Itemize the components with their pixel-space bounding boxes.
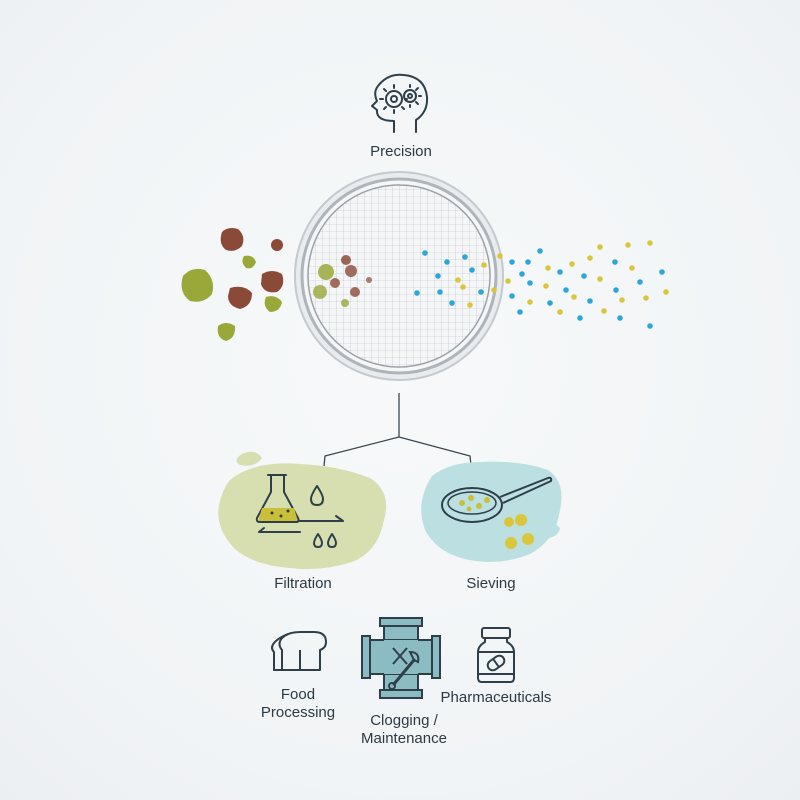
sieve-mesh: [294, 171, 504, 381]
fine-particle: [478, 289, 484, 295]
fine-particle: [647, 323, 653, 329]
fine-particle: [497, 253, 503, 259]
fine-particle: [547, 300, 553, 306]
fine-particle: [422, 250, 428, 256]
fine-particle: [517, 309, 523, 315]
pill-bottle-icon: [477, 627, 515, 683]
filtration-illustration: [218, 451, 387, 570]
filtration-label: Filtration: [274, 575, 332, 592]
fine-particle: [663, 289, 669, 295]
fine-particle: [491, 287, 497, 293]
fine-particle: [444, 259, 450, 265]
sieving-illustration: [421, 461, 562, 562]
fine-particle: [519, 271, 525, 277]
fine-particle: [505, 278, 511, 284]
fine-particle: [527, 280, 533, 286]
fine-particle: [509, 259, 515, 265]
fine-particle: [481, 262, 487, 268]
fine-particle: [467, 302, 473, 308]
fine-particle: [625, 242, 631, 248]
fine-particle: [414, 290, 420, 296]
fine-particle: [581, 273, 587, 279]
fine-particle: [571, 294, 577, 300]
fine-particle: [462, 254, 468, 260]
fine-particle: [643, 295, 649, 301]
fine-particles: [414, 240, 669, 329]
food-label-line1: Food: [280, 686, 316, 703]
fine-particle: [617, 315, 623, 321]
coarse-particles: [181, 228, 372, 341]
fine-particle: [455, 277, 461, 283]
fine-particle: [469, 267, 475, 273]
fine-particle: [629, 265, 635, 271]
fine-particle: [619, 297, 625, 303]
fine-particle: [460, 284, 466, 290]
connector-lines: [323, 393, 472, 467]
fine-particle: [525, 259, 531, 265]
clog-label-line2: Maintenance: [361, 730, 447, 747]
fine-particle: [613, 287, 619, 293]
fine-particle: [527, 299, 533, 305]
fine-particle: [597, 276, 603, 282]
fine-particle: [557, 309, 563, 315]
fine-particle: [577, 315, 583, 321]
flask-droplets-icon: [255, 474, 344, 548]
precision-label: Precision: [370, 143, 432, 160]
clog-label-line1: Clogging /: [370, 712, 438, 729]
fine-particle: [537, 248, 543, 254]
fine-particle: [587, 298, 593, 304]
fine-particle: [659, 269, 665, 275]
fine-particle: [563, 287, 569, 293]
fine-particle: [435, 273, 441, 279]
sieve-pan-icon: [441, 476, 553, 549]
fine-particle: [637, 279, 643, 285]
clogging-maintenance-label: Clogging / Maintenance: [344, 712, 464, 748]
pipe-wrench-icon: [361, 617, 441, 699]
pharmaceuticals-label: Pharmaceuticals: [440, 689, 552, 706]
fine-particle: [597, 244, 603, 250]
fine-particle: [437, 289, 443, 295]
fine-particle: [647, 240, 653, 246]
fine-particle: [587, 255, 593, 261]
fine-particle: [557, 269, 563, 275]
fine-particle: [509, 293, 515, 299]
fine-particle: [612, 259, 618, 265]
fine-particle: [449, 300, 455, 306]
food-processing-label: Food Processing: [248, 686, 348, 722]
food-label-line2: Processing: [260, 704, 336, 721]
head-gears-icon: [371, 73, 429, 133]
fine-particle: [545, 265, 551, 271]
fine-particle: [543, 283, 549, 289]
fine-particle: [601, 308, 607, 314]
bread-icon: [271, 631, 327, 671]
fine-particle: [569, 261, 575, 267]
sieving-label: Sieving: [466, 575, 516, 592]
